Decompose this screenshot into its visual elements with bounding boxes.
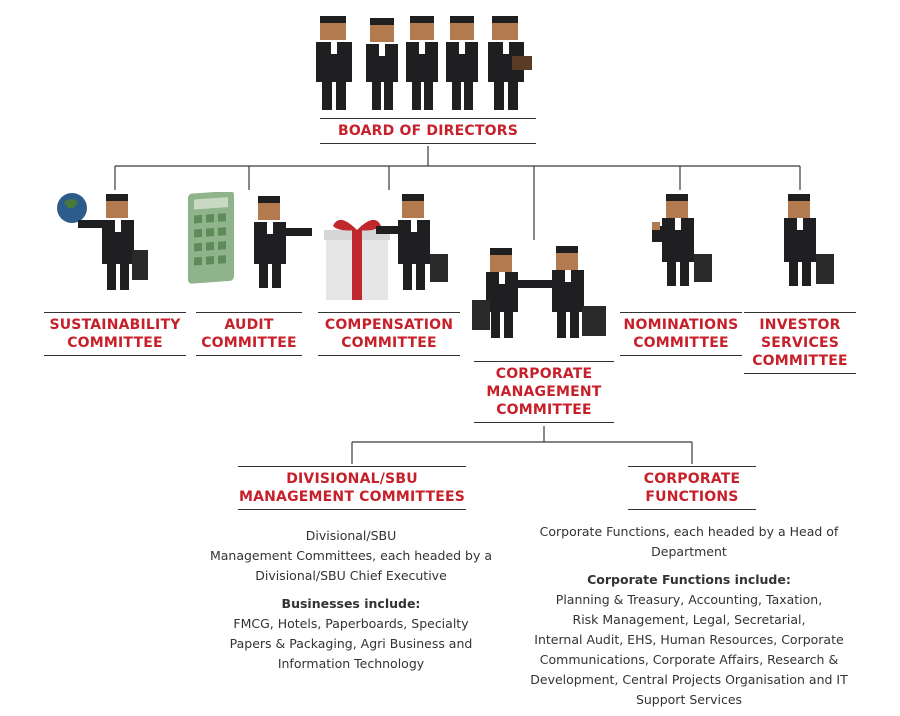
- functions-heading: Corporate Functions include:: [587, 572, 791, 587]
- committee-line: COMMITTEE: [341, 335, 437, 351]
- handshake-figure: [472, 246, 606, 338]
- compensation-committee-box: COMPENSATION COMMITTEE: [318, 312, 460, 356]
- committee-line: AUDIT: [224, 317, 274, 333]
- committee-line: COMMITTEE: [67, 335, 163, 351]
- audit-committee-box: AUDIT COMMITTEE: [196, 312, 302, 356]
- divisional-description: Divisional/SBU Management Committees, ea…: [196, 526, 506, 674]
- desc-line: Risk Management, Legal, Secretarial,: [572, 612, 806, 627]
- board-title: BOARD OF DIRECTORS: [337, 123, 518, 139]
- corporate-description: Corporate Functions, each headed by a He…: [516, 522, 862, 710]
- cmc-line: CORPORATE: [495, 366, 593, 382]
- committee-line: COMPENSATION: [324, 317, 454, 333]
- desc-line: Development, Central Projects Organisati…: [530, 672, 848, 687]
- desc-line: Divisional/SBU Chief Executive: [255, 568, 447, 583]
- divisional-line: MANAGEMENT COMMITTEES: [238, 489, 466, 505]
- desc-line: Management Committees, each headed by a: [209, 548, 493, 563]
- audit-figure: [188, 192, 312, 288]
- cmc-line: COMMITTEE: [496, 402, 592, 418]
- desc-line: Internal Audit, EHS, Human Resources, Co…: [534, 632, 844, 647]
- board-of-directors-box: BOARD OF DIRECTORS: [320, 118, 536, 144]
- desc-line: Papers & Packaging, Agri Business and: [229, 636, 473, 651]
- nominations-committee-box: NOMINATIONS COMMITTEE: [620, 312, 742, 356]
- desc-line: Corporate Functions, each headed by a He…: [539, 524, 839, 539]
- board-group-figure: [316, 16, 532, 110]
- desc-line: Support Services: [635, 692, 743, 707]
- calculator-icon: [188, 192, 234, 284]
- desc-line: Information Technology: [277, 656, 425, 671]
- nominations-figure: [652, 194, 712, 286]
- committee-line: COMMITTEE: [201, 335, 297, 351]
- desc-line: Department: [651, 544, 727, 559]
- corporate-functions-box: CORPORATE FUNCTIONS: [628, 466, 756, 510]
- sustainability-figure: [57, 193, 148, 290]
- desc-line: Planning & Treasury, Accounting, Taxatio…: [555, 592, 823, 607]
- briefcase-icon: [132, 250, 148, 280]
- investor-figure: [784, 194, 834, 286]
- committee-line: COMMITTEE: [752, 353, 848, 369]
- corporate-line: CORPORATE: [643, 471, 741, 487]
- committee-line: COMMITTEE: [633, 335, 729, 351]
- divisional-line: DIVISIONAL/SBU: [286, 471, 418, 487]
- corporate-management-committee-box: CORPORATE MANAGEMENT COMMITTEE: [474, 361, 614, 423]
- sustainability-committee-box: SUSTAINABILITY COMMITTEE: [44, 312, 186, 356]
- divisional-sbu-box: DIVISIONAL/SBU MANAGEMENT COMMITTEES: [238, 466, 466, 510]
- committee-line: NOMINATIONS: [623, 317, 739, 333]
- desc-line: Divisional/SBU: [305, 528, 397, 543]
- handshake-icon: [472, 246, 606, 338]
- desc-line: Communications, Corporate Affairs, Resea…: [539, 652, 839, 667]
- desc-line: FMCG, Hotels, Paperboards, Specialty: [233, 616, 469, 631]
- committee-line: SUSTAINABILITY: [49, 317, 181, 333]
- compensation-figure: [324, 194, 448, 300]
- committee-line: SERVICES: [761, 335, 839, 351]
- corporate-line: FUNCTIONS: [645, 489, 739, 505]
- committee-line: INVESTOR: [759, 317, 841, 333]
- cmc-line: MANAGEMENT: [486, 384, 602, 400]
- businesses-heading: Businesses include:: [281, 596, 421, 611]
- gift-box-icon: [324, 219, 390, 300]
- investor-services-committee-box: INVESTOR SERVICES COMMITTEE: [744, 312, 856, 374]
